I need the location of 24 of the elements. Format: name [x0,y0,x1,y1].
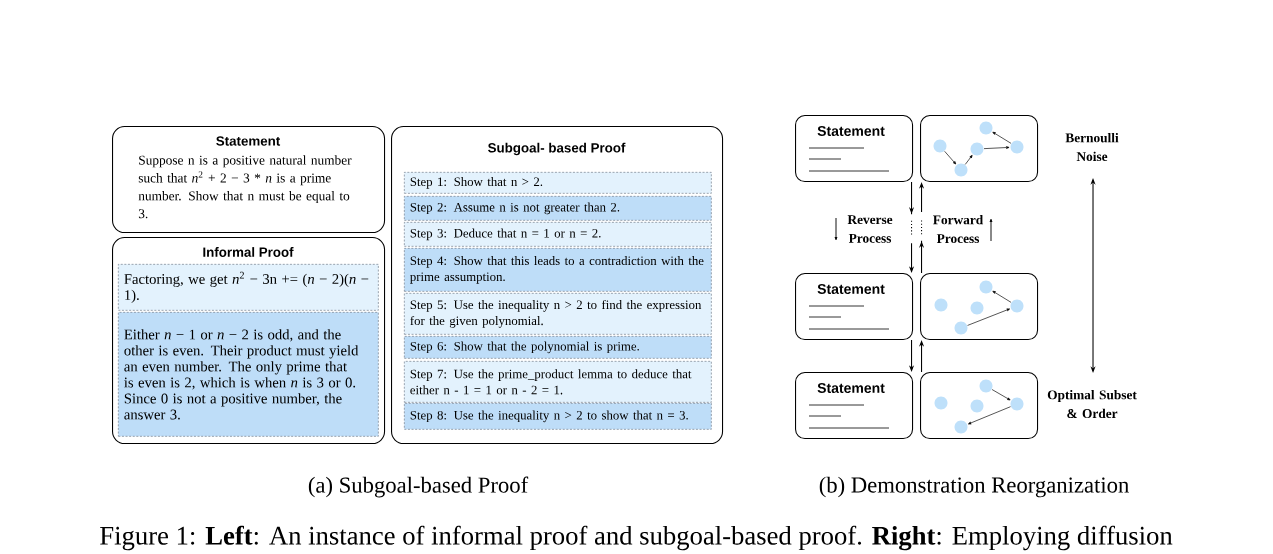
step-box: Step 3: Deduce that n = 1 or n = 2. [404,222,712,247]
step-box: Step 7: Use the prime_product lemma to deduce that either n - 1 = 1 or n - 2 = 1. [404,361,712,403]
step-box: Step 1: Show that n > 2. [404,172,712,194]
graph-drawing [920,372,1039,440]
side-label: Optimal Subset & Order [1047,389,1137,419]
step-box: Step 4: Show that this leads to a contradiction with the prime assumption. [404,248,712,292]
statement-card: Statement Suppose n is a positive natural number such that n$^{2}$ + 2 − 3 *n is a prime number. Show that n must be equal to 3. [112,126,386,234]
subfigure-caption: (a) Subgoal-based Proof [308,476,529,498]
graph-drawing [920,273,1039,341]
statement-card: Statement [795,273,914,341]
side-label: Bernoulli Noise [1065,132,1119,161]
step-box: Step 8: Use the inequality n > 2 to show that n = 3. [404,403,712,430]
process-label: Forward Process [933,214,984,243]
figure-caption: Figure 1: Left: An instance of informal proof and subgoal-based proof. Right: Employing diffusion [100,525,1173,551]
step-box: Either n − 1 or n − 2 is odd, and the other is even. Their product must yield an even number. The only prime that is even is 2, which is when n is 3 or 0. Since 0 is not a positive number, the answer 3. [118,312,379,437]
process-label: Reverse Process [847,215,893,243]
subfigure-caption: (b) Demonstration Reorganization [819,476,1129,498]
statement-card: Statement [795,372,914,440]
graph-drawing [920,115,1039,183]
step-box: Factoring, we get n$^{2}$ − 3n += (n − 2)(n − 1). [118,264,379,311]
step-box: Step 2: Assume n is not greater than 2. [404,196,712,221]
step-box: Step 5: Use the inequality n > 2 to find the expression for the given polynomial. [404,293,712,335]
step-box: Step 6: Show that the polynomial is prime. [404,336,712,359]
statement-card: Statement [795,115,914,183]
